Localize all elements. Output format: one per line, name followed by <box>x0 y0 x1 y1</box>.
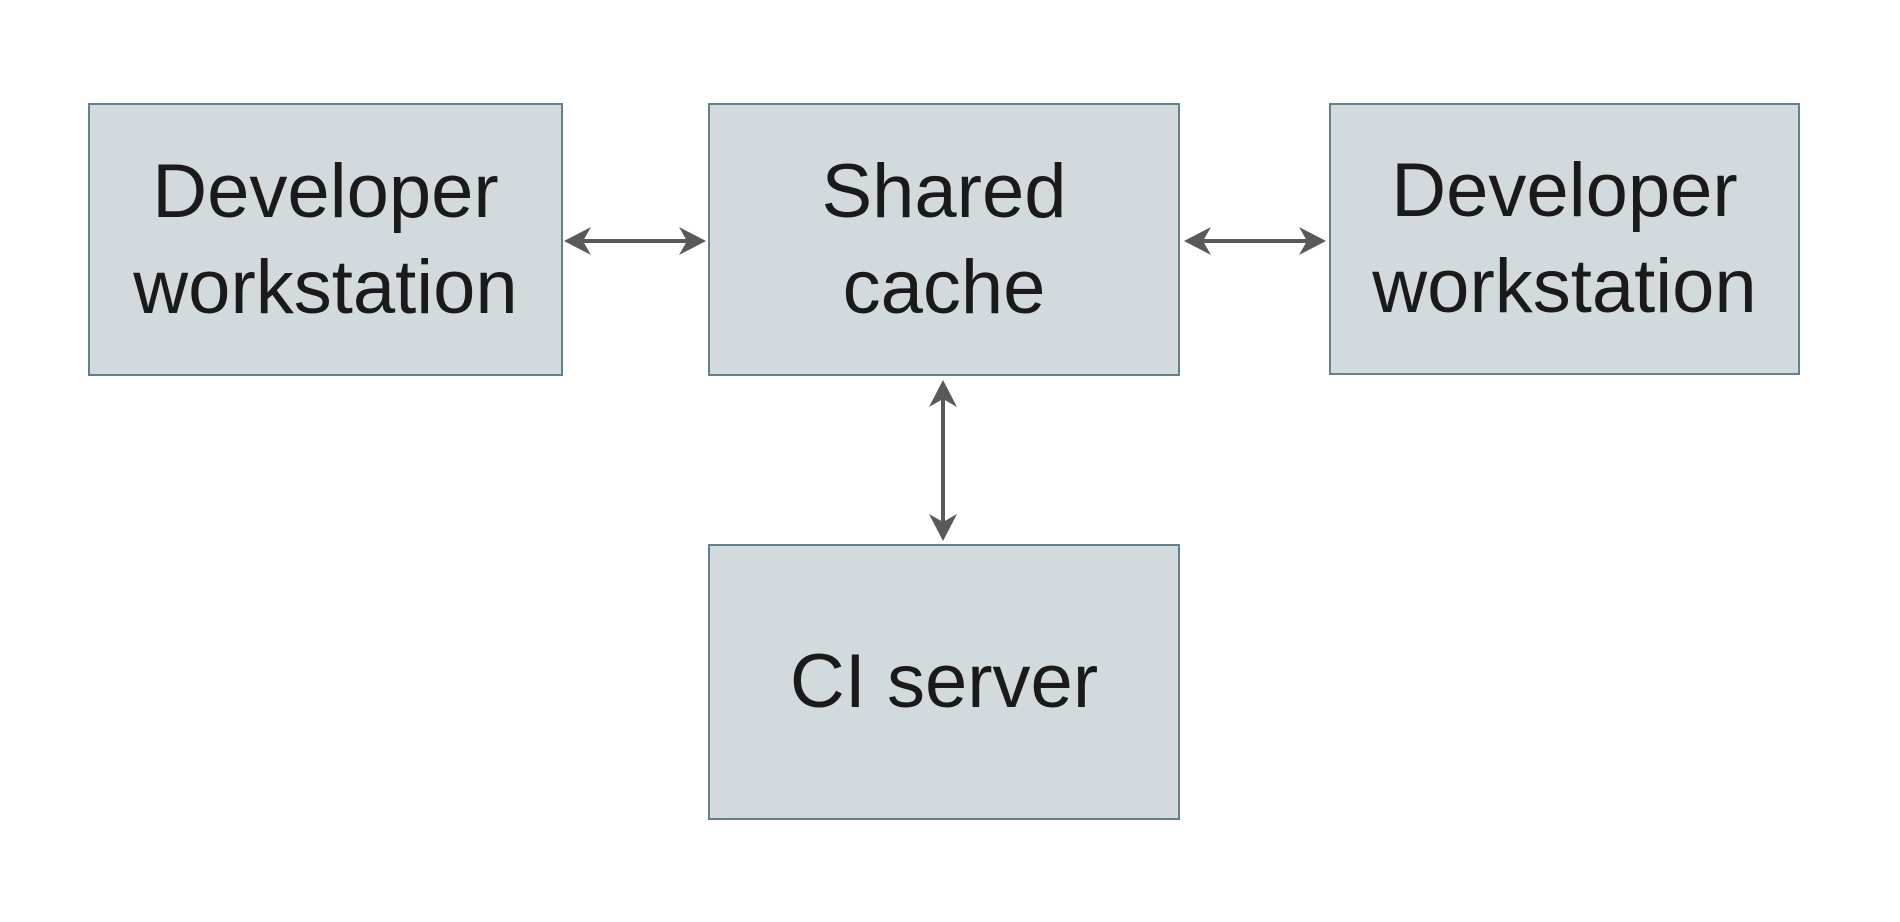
node-label-line: cache <box>842 244 1046 330</box>
arrowhead-left-icon <box>564 227 591 255</box>
arrowhead-up-icon <box>929 380 957 407</box>
node-label: Developer workstation <box>133 144 517 336</box>
node-developer-workstation-right: Developer workstation <box>1329 103 1800 375</box>
arrowhead-down-icon <box>929 514 957 541</box>
node-shared-cache: Shared cache <box>708 103 1180 376</box>
node-label-line: CI server <box>789 639 1099 724</box>
node-label-line: workstation <box>133 244 518 330</box>
node-label: CI server <box>790 634 1098 730</box>
node-developer-workstation-left: Developer workstation <box>88 103 563 376</box>
node-label: Developer workstation <box>1372 143 1756 335</box>
edge-cache-right-workstation <box>1184 227 1326 255</box>
node-label-line: workstation <box>1372 244 1757 329</box>
node-label-line: Developer <box>152 148 499 234</box>
node-label: Shared cache <box>821 144 1066 336</box>
arrowhead-left-icon <box>1184 227 1211 255</box>
edge-left-workstation-cache <box>564 227 706 255</box>
node-ci-server: CI server <box>708 544 1180 820</box>
arrowhead-right-icon <box>679 227 706 255</box>
edge-cache-ci-server <box>929 380 957 541</box>
node-label-line: Shared <box>821 148 1067 234</box>
node-label-line: Developer <box>1391 148 1738 233</box>
arrowhead-right-icon <box>1299 227 1326 255</box>
